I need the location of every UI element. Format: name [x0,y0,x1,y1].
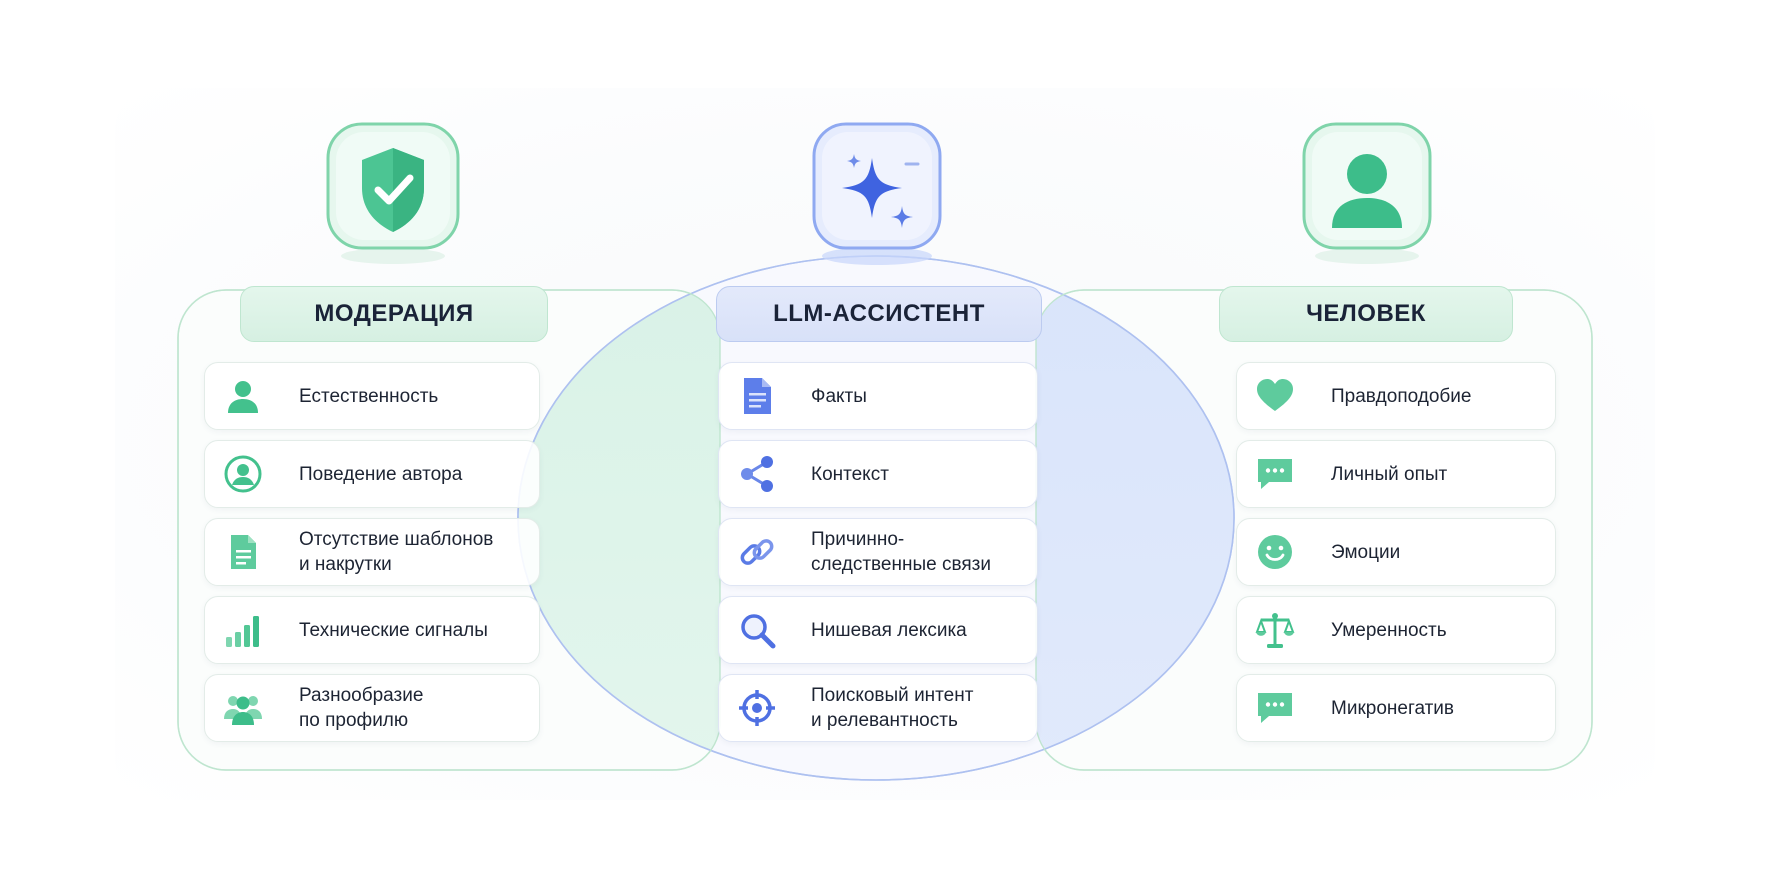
magnifier-icon [737,610,777,650]
group-icon [223,688,263,728]
target-icon [737,688,777,728]
chat-bubble-icon [1255,688,1295,728]
item-label: Нишевая лексика [811,619,967,641]
scales-icon [1255,610,1295,650]
item-label: Естественность [299,385,439,407]
item-label: Личный опыт [1331,463,1448,485]
llm-item: Поисковый интент и релевантность [718,674,1038,742]
llm-item: Факты [718,362,1038,430]
llm-item: Нишевая лексика [718,596,1038,664]
item-label: Умеренность [1331,619,1447,641]
shield-check-icon [326,122,460,264]
person-icon [1302,122,1432,264]
column-title-human: ЧЕЛОВЕК [1219,286,1513,342]
document-icon [737,376,777,416]
smiley-icon [1255,532,1295,572]
item-label: Причинно- следственные связи [811,529,991,575]
document-icon [223,532,263,572]
item-label: Факты [811,385,867,407]
item-label: Поведение автора [299,463,463,485]
human-item: Умеренность [1236,596,1556,664]
item-label: Микронегатив [1331,697,1455,719]
right-overlap [1036,290,1234,770]
person-icon [223,376,263,416]
llm-item: Контекст [718,440,1038,508]
column-title-moderation: МОДЕРАЦИЯ [240,286,548,342]
item-label: Технические сигналы [299,619,488,641]
link-chain-icon [737,532,777,572]
moderation-item: Естественность [204,362,540,430]
human-item: Правдоподобие [1236,362,1556,430]
moderation-item: Отсутствие шаблонов и накрутки [204,518,540,586]
item-label: Разнообразие по профилю [299,685,424,731]
item-label: Отсутствие шаблонов и накрутки [299,529,494,575]
item-label: Контекст [811,463,889,485]
moderation-item: Разнообразие по профилю [204,674,540,742]
human-item: Эмоции [1236,518,1556,586]
chat-bubble-icon [1255,454,1295,494]
share-nodes-icon [737,454,777,494]
sparkle-icon [812,122,942,265]
llm-item: Причинно- следственные связи [718,518,1038,586]
column-title-llm-assistant: LLM-АССИСТЕНТ [716,286,1042,342]
left-overlap [518,290,720,770]
item-label: Поисковый интент и релевантность [811,685,974,731]
item-label: Правдоподобие [1331,385,1472,407]
human-item: Микронегатив [1236,674,1556,742]
item-label: Эмоции [1331,541,1401,563]
user-circle-icon [223,454,263,494]
moderation-item: Технические сигналы [204,596,540,664]
heart-icon [1255,376,1295,416]
moderation-item: Поведение автора [204,440,540,508]
human-item: Личный опыт [1236,440,1556,508]
signal-bars-icon [223,610,263,650]
